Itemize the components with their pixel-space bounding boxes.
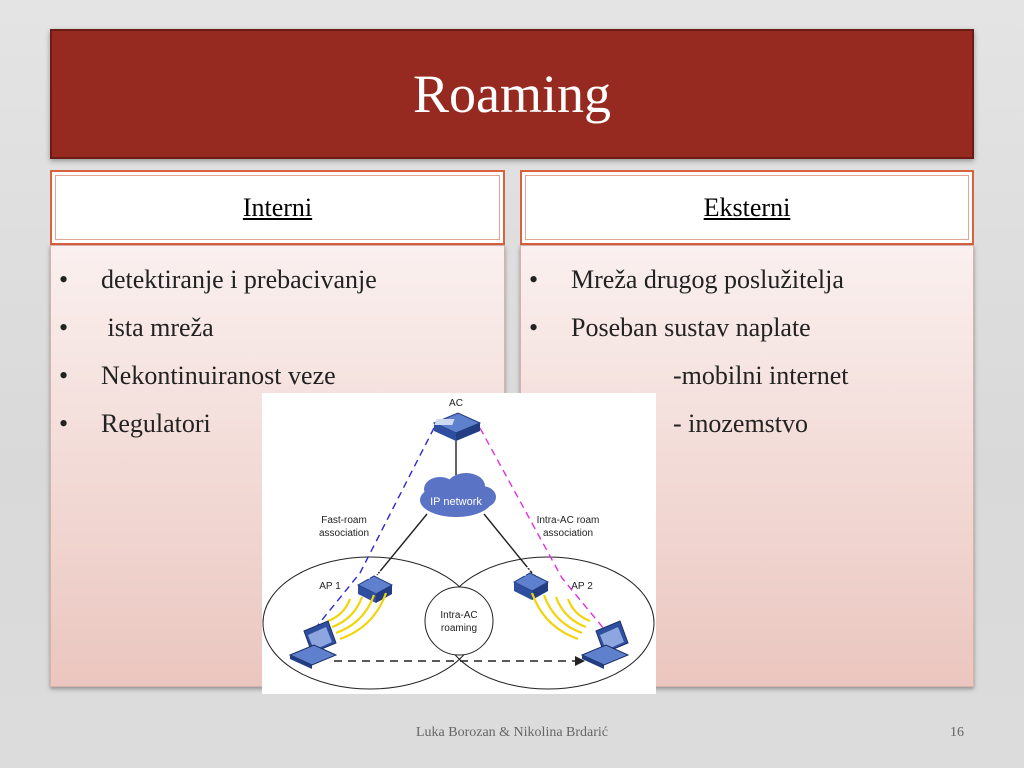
ac-label: AC bbox=[449, 398, 463, 409]
bullet-icon: • bbox=[529, 265, 539, 294]
intra-ac-label-line1: Intra-AC bbox=[440, 610, 477, 621]
bullet-icon: • bbox=[59, 409, 69, 438]
fast-roam-label-line2: association bbox=[319, 528, 369, 539]
column-header-interni: Interni bbox=[50, 170, 505, 245]
list-item-text: Regulatori bbox=[101, 409, 211, 438]
ac-device-icon bbox=[432, 412, 482, 441]
ap1-label: AP 1 bbox=[319, 581, 341, 592]
link-network-ap2 bbox=[483, 513, 533, 574]
link-network-ap1 bbox=[376, 513, 428, 576]
sub-line-mobile-internet: -mobilni internet bbox=[673, 361, 849, 390]
list-item-text: Nekontinuiranost veze bbox=[101, 361, 336, 390]
list-item: • Nekontinuiranost veze bbox=[59, 352, 504, 400]
network-label: IP network bbox=[430, 496, 482, 508]
list-item: • Mreža drugog poslužitelja bbox=[529, 256, 973, 304]
list-item-text: ista mreža bbox=[101, 313, 214, 342]
laptop-right-icon bbox=[580, 620, 630, 669]
page-number: 16 bbox=[950, 725, 964, 740]
list-item-text: Mreža drugog poslužitelja bbox=[571, 265, 844, 294]
ip-network-cloud-icon bbox=[420, 473, 496, 517]
wireless-signal-left-icon bbox=[327, 592, 388, 641]
list-item: • Poseban sustav naplate bbox=[529, 304, 973, 352]
list-item: • detektiranje i prebacivanje bbox=[59, 256, 504, 304]
bullet-icon: • bbox=[59, 361, 69, 390]
footer-authors: Luka Borozan & Nikolina Brdarić bbox=[415, 725, 609, 740]
bullet-list: • Mreža drugog poslužitelja • Poseban sust… bbox=[521, 246, 973, 352]
fast-roam-association-line bbox=[304, 427, 435, 642]
title-bar: Roaming bbox=[50, 29, 974, 159]
slide-title: Roaming bbox=[413, 64, 611, 124]
intra-ac-label-line2: roaming bbox=[441, 623, 477, 634]
column-header-eksterni: Eksterni bbox=[520, 170, 974, 245]
bullet-list: • detektiranje i prebacivanje • ista mrež… bbox=[51, 246, 504, 448]
list-item-text: Poseban sustav naplate bbox=[571, 313, 811, 342]
bullet-icon: • bbox=[59, 265, 69, 294]
ap1-device-icon bbox=[356, 569, 394, 603]
bullet-icon: • bbox=[529, 313, 539, 342]
list-item: • Regulatori bbox=[59, 400, 504, 448]
list-item: • ista mreža bbox=[59, 304, 504, 352]
list-item-text: detektiranje i prebacivanje bbox=[101, 265, 377, 294]
arrow-head-icon bbox=[575, 656, 585, 666]
intra-roam-label-line1: Intra-AC roam bbox=[537, 515, 600, 526]
laptop-left-icon bbox=[288, 620, 338, 669]
bullet-icon: • bbox=[59, 313, 69, 342]
column-header-label: Eksterni bbox=[703, 192, 791, 222]
sub-line-inozemstvo: - inozemstvo bbox=[673, 409, 809, 438]
roaming-diagram: IP network AC Fast-roam association Intr… bbox=[262, 393, 656, 694]
fast-roam-label-line1: Fast-roam bbox=[321, 515, 367, 526]
wireless-signal-right-icon bbox=[530, 592, 591, 641]
intra-roam-association-line bbox=[479, 427, 615, 642]
ap2-device-icon bbox=[512, 566, 550, 600]
ap2-label: AP 2 bbox=[571, 581, 593, 592]
column-header-label: Interni bbox=[242, 192, 313, 222]
intra-roam-label-line2: association bbox=[543, 528, 593, 539]
intra-ac-roaming-circle bbox=[424, 586, 494, 656]
